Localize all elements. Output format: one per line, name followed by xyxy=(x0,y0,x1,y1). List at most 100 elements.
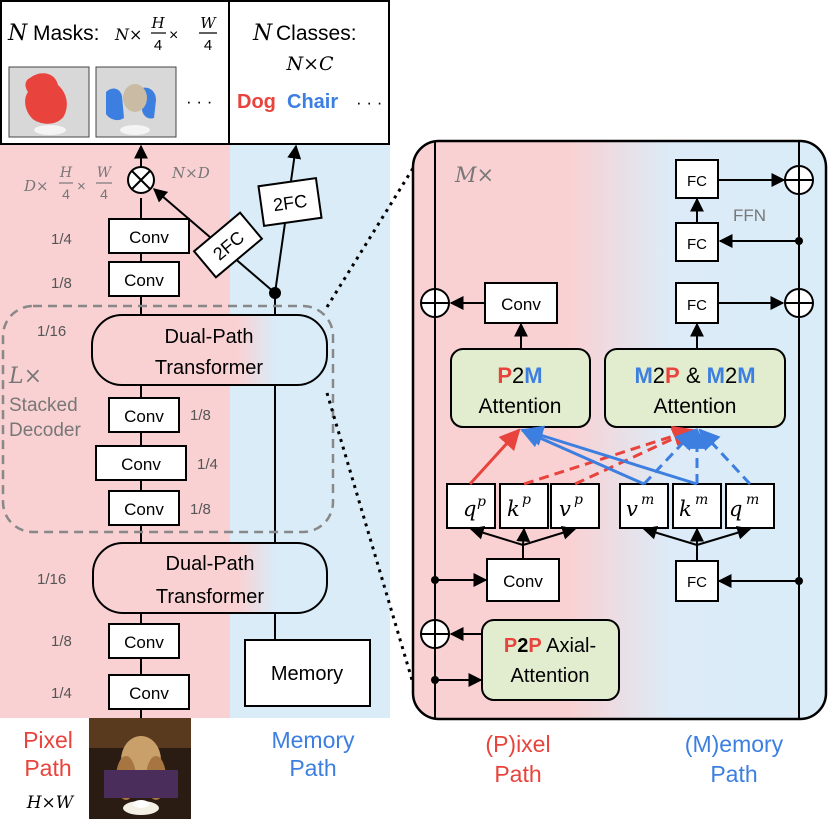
masks-h-four: 4 xyxy=(154,37,162,54)
p2m-attention-box: P2M Attention xyxy=(450,348,591,428)
vp-box: v p xyxy=(550,483,600,529)
vm-box: v m xyxy=(619,483,669,529)
km-box: k m xyxy=(672,483,722,529)
res-label-stack-1-4: 1/4 xyxy=(197,456,218,473)
svg-text:q: q xyxy=(729,497,742,521)
svg-text:m: m xyxy=(695,492,708,508)
dxhw-w-four: 4 xyxy=(100,186,108,202)
res-label-1-4-bottom: 1/4 xyxy=(51,685,72,702)
svg-text:Attention: Attention xyxy=(511,665,590,687)
res-label-stack-1-8-a: 1/8 xyxy=(190,407,211,424)
svg-text:Conv: Conv xyxy=(121,455,161,474)
svg-text:FC: FC xyxy=(687,297,707,314)
class-chair-label: Chair xyxy=(287,91,338,113)
p2m-conv-box: Conv xyxy=(484,282,558,324)
svg-text:P2M: P2M xyxy=(497,363,542,388)
classes-label: Classes: xyxy=(276,22,357,45)
decoder-label: Decoder xyxy=(9,420,81,441)
svg-text:Conv: Conv xyxy=(124,500,164,519)
lx-label: L× xyxy=(8,364,42,389)
svg-text:Conv: Conv xyxy=(124,407,164,426)
classes-dots: · · · xyxy=(356,93,382,112)
conv-box-stack-3: Conv xyxy=(108,490,180,526)
conv-box-bottom-2: Conv xyxy=(108,674,190,710)
m2p-fc-box: FC xyxy=(675,282,719,324)
stacked-decoder-region xyxy=(1,304,335,534)
svg-text:Attention: Attention xyxy=(654,395,737,418)
svg-text:p: p xyxy=(522,492,531,508)
dxhw-h: H xyxy=(59,165,73,181)
svg-text:v: v xyxy=(626,497,638,521)
qp-box: q p xyxy=(446,483,496,529)
pixel-projection-conv-box: Conv xyxy=(486,558,560,602)
classes-shape: N×C xyxy=(285,53,334,75)
kp-box: k p xyxy=(499,483,549,529)
masks-n: N xyxy=(7,21,28,46)
stacked-label: Stacked xyxy=(9,395,78,416)
res-label-1-16-lower: 1/16 xyxy=(37,571,66,588)
svg-text:k: k xyxy=(679,497,692,521)
memory-box: Memory xyxy=(244,639,371,707)
svg-text:Conv: Conv xyxy=(503,572,543,591)
masks-dots: · · · xyxy=(186,92,212,111)
conv-box-bottom-1: Conv xyxy=(108,623,180,659)
pixel-add-node-top xyxy=(420,288,450,318)
m2p-m2m-attention-box: M2P & M2M Attention xyxy=(604,348,786,428)
mask-thumbnail-dog xyxy=(8,66,90,138)
svg-text:p: p xyxy=(477,494,486,510)
masks-formula-n: N× xyxy=(114,25,142,44)
res-label-1-8-top: 1/8 xyxy=(51,275,72,292)
memory-split-node xyxy=(269,287,281,299)
res-label-1-4-top: 1/4 xyxy=(51,231,72,248)
svg-text:Conv: Conv xyxy=(129,228,169,247)
masks-times: × xyxy=(169,27,178,44)
memory-path-label-line1: Memory xyxy=(271,727,355,753)
svg-text:v: v xyxy=(559,497,571,521)
svg-text:m: m xyxy=(746,492,759,508)
dxhw-d: D× xyxy=(23,177,49,195)
ffn-fc-bottom: FC xyxy=(675,222,719,262)
memory-path-label-line2: Path xyxy=(289,755,336,781)
svg-text:Conv: Conv xyxy=(124,271,164,290)
qm-box: q m xyxy=(725,483,775,529)
pixel-path-label-line1: Pixel xyxy=(23,727,73,753)
ffn-fc-top: FC xyxy=(675,159,719,199)
res-label-1-8-bottom: 1/8 xyxy=(51,633,72,650)
classes-box xyxy=(228,0,390,145)
ffn-add-node xyxy=(784,165,814,195)
svg-text:Transformer: Transformer xyxy=(155,357,264,379)
input-image-dog xyxy=(89,718,191,819)
svg-text:Conv: Conv xyxy=(501,295,541,314)
memory-add-node xyxy=(784,288,814,318)
dxhw-times: × xyxy=(77,178,86,195)
dxhw-w: W xyxy=(97,165,113,181)
dxhw-h-four: 4 xyxy=(62,186,70,202)
pixel-path-label-line2: Path xyxy=(24,755,71,781)
svg-text:Memory: Memory xyxy=(271,663,343,685)
conv-box-top-1: Conv xyxy=(108,218,190,254)
svg-text:M2P & M2M: M2P & M2M xyxy=(634,363,755,388)
svg-text:p: p xyxy=(574,492,583,508)
svg-text:Conv: Conv xyxy=(129,684,169,703)
svg-text:q: q xyxy=(463,497,476,521)
conv-box-top-2: Conv xyxy=(108,261,180,297)
svg-text:m: m xyxy=(641,492,654,508)
res-label-1-16-upper: 1/16 xyxy=(37,323,66,340)
conv-box-stack-2: Conv xyxy=(95,445,187,481)
mx-label: M× xyxy=(454,163,494,187)
svg-text:k: k xyxy=(507,497,520,521)
class-dog-label: Dog xyxy=(237,91,276,113)
memory-projection-fc-box: FC xyxy=(675,560,719,602)
right-pixel-path-label-line2: Path xyxy=(494,761,541,787)
svg-text:FC: FC xyxy=(687,236,707,253)
right-memory-path-label-line2: Path xyxy=(710,761,757,787)
masks-h: H xyxy=(150,14,165,32)
multiply-node xyxy=(127,166,155,194)
right-memory-path-label-line1: (M)emory xyxy=(685,731,784,757)
conv-box-stack-1: Conv xyxy=(108,397,180,433)
svg-text:Dual-Path: Dual-Path xyxy=(165,326,254,348)
svg-text:Attention: Attention xyxy=(479,395,562,418)
masks-w: W xyxy=(200,14,217,32)
